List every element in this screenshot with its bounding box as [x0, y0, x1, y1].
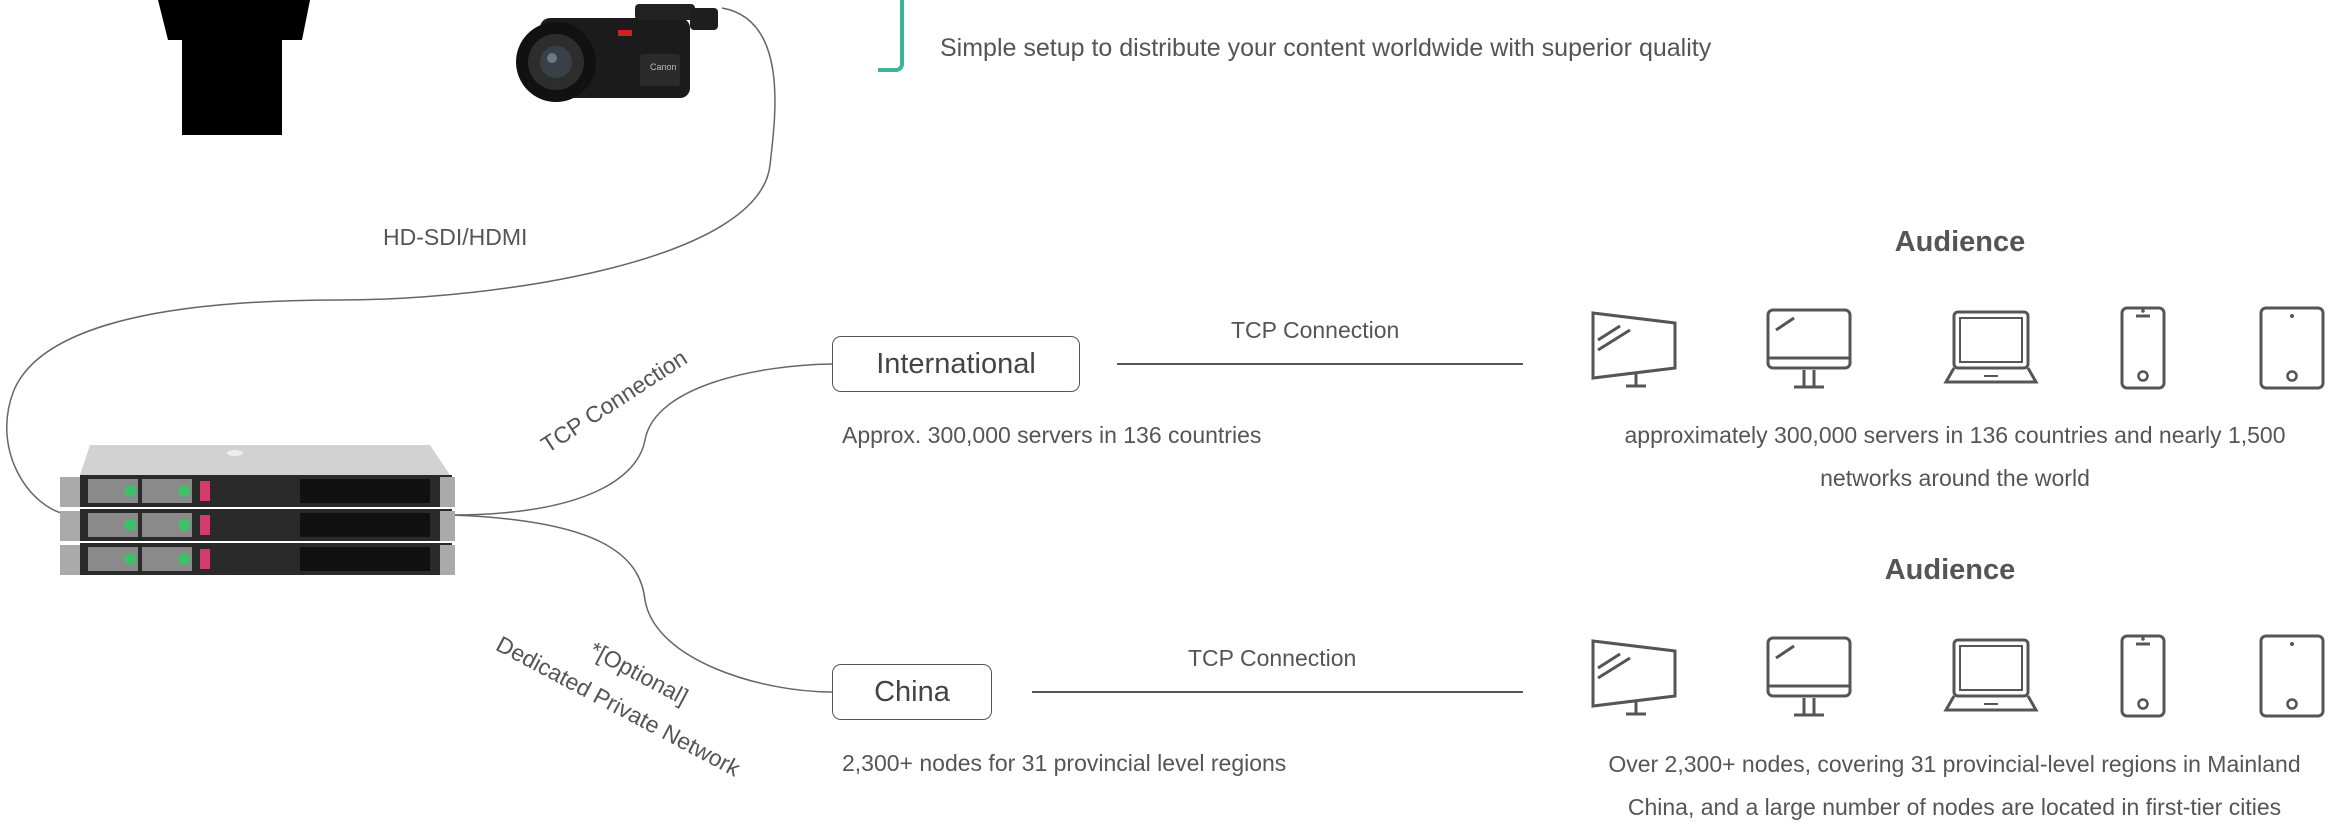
international-node: International — [832, 336, 1080, 392]
international-link-line — [449, 363, 833, 516]
international-audience-description: approximately 300,000 servers in 136 cou… — [1624, 422, 2286, 491]
international-node-description: Approx. 300,000 servers in 136 countries — [842, 422, 1262, 448]
desktop-icon — [1766, 636, 1852, 717]
tv-icon — [1591, 311, 1677, 388]
tablet-icon — [2259, 306, 2325, 390]
hd-sdi-hdmi-label: HD-SDI/HDMI — [383, 224, 528, 250]
smartphone-icon — [2120, 634, 2166, 718]
svg-text:Canon: Canon — [650, 62, 677, 72]
china-tcp-connection-label: TCP Connection — [1188, 645, 1357, 671]
smartphone-icon — [2120, 306, 2166, 390]
laptop-icon — [1943, 310, 2039, 384]
china-audience-description: Over 2,300+ nodes, covering 31 provincia… — [1608, 751, 2301, 820]
laptop-icon — [1943, 638, 2039, 712]
tablet-icon — [2259, 634, 2325, 718]
video-camera-icon: Canon — [516, 4, 718, 102]
tv-icon — [1591, 639, 1677, 716]
international-connection-line — [1117, 363, 1523, 365]
title-accent-bracket — [878, 0, 904, 72]
international-audience-title: Audience — [1894, 226, 2026, 258]
sdi-cable-line — [6, 7, 776, 516]
china-node-description: 2,300+ nodes for 31 provincial level reg… — [842, 750, 1287, 776]
presenter-silhouette — [158, 0, 310, 135]
server-stack-icon — [60, 445, 455, 575]
desktop-icon — [1766, 308, 1852, 389]
china-link-line — [449, 514, 833, 693]
china-node: China — [832, 664, 992, 720]
china-connection-line — [1032, 691, 1523, 693]
china-audience-title: Audience — [1884, 554, 2016, 586]
page-subtitle: Simple setup to distribute your content … — [940, 34, 1712, 62]
international-tcp-connection-label: TCP Connection — [1231, 317, 1400, 343]
